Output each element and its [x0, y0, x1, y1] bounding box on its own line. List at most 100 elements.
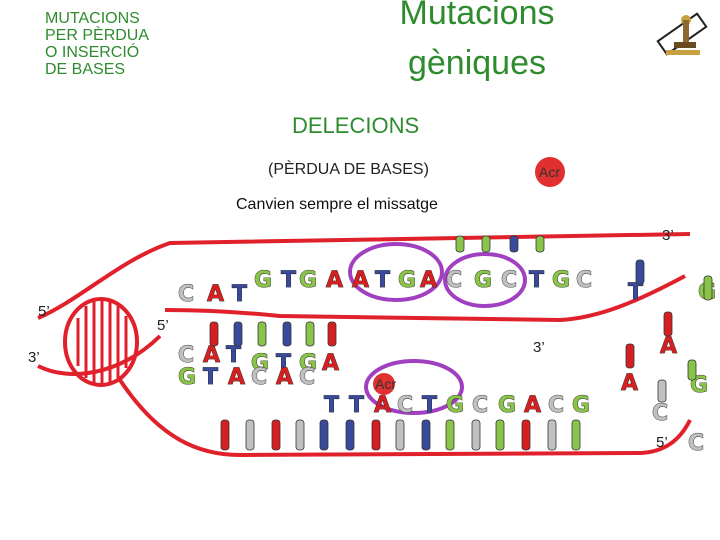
- base-g: G: [446, 393, 464, 418]
- base-a: A: [524, 393, 541, 418]
- microscope-icon[interactable]: [654, 6, 710, 67]
- base-t: T: [324, 393, 339, 418]
- end-label: 3’: [28, 349, 40, 366]
- base-stick: [345, 419, 355, 451]
- base-c: C: [652, 401, 668, 426]
- base-stick: [233, 321, 243, 347]
- base-g: G: [251, 351, 269, 376]
- base-stick: [371, 419, 381, 451]
- end-label: 3’: [662, 227, 674, 244]
- base-c: C: [548, 393, 564, 418]
- main-title: Mutacions gèniques: [372, 0, 582, 88]
- dna-backbone: [37, 232, 692, 458]
- side-title-line: O INSERCIÓ: [45, 44, 140, 61]
- end-label: 5’: [157, 317, 169, 334]
- side-title-line: DE BASES: [45, 61, 126, 78]
- acr-label-top: Acr: [539, 164, 560, 180]
- base-c: C: [446, 268, 462, 293]
- base-c: C: [178, 282, 194, 307]
- end-label: 3’: [533, 339, 545, 356]
- base-stick: [305, 321, 315, 347]
- base-t: T: [281, 268, 296, 293]
- base-stick: [209, 321, 219, 347]
- end-label: 5’: [656, 434, 668, 451]
- base-g: G: [398, 268, 416, 293]
- base-stick: [571, 419, 581, 451]
- highlight-oval: [364, 359, 464, 415]
- base-c: C: [178, 343, 194, 368]
- base-a: A: [322, 351, 339, 376]
- main-title-line: gèniques: [407, 44, 546, 82]
- side-title-line: PER PÈRDUA: [45, 27, 150, 44]
- side-title-line: MUTACIONS: [45, 10, 140, 27]
- base-g: G: [299, 351, 317, 376]
- base-a: A: [420, 268, 437, 293]
- base-t: T: [529, 268, 544, 293]
- base-stick: [625, 343, 635, 369]
- base-g: G: [552, 268, 570, 293]
- base-a: A: [326, 268, 343, 293]
- base-stick: [327, 321, 337, 347]
- base-stick: [421, 419, 431, 451]
- base-stick: [657, 379, 667, 403]
- base-c: C: [251, 365, 267, 390]
- acr-label-bottom: Acr: [375, 376, 396, 392]
- base-g: G: [178, 365, 196, 390]
- base-t: T: [349, 393, 364, 418]
- strand-bottom: [118, 378, 692, 458]
- base-c: C: [501, 268, 517, 293]
- acr-marker-bottom: [373, 373, 395, 395]
- base-stick: [395, 419, 405, 451]
- base-c: C: [576, 268, 592, 293]
- base-g: G: [498, 393, 516, 418]
- base-stick: [245, 419, 255, 451]
- base-g: G: [299, 268, 317, 293]
- base-c: C: [397, 393, 413, 418]
- base-stick: [663, 311, 673, 337]
- base-stick: [282, 321, 292, 347]
- base-stick: [635, 259, 645, 285]
- base-stick: [547, 419, 557, 451]
- base-g: G: [474, 268, 492, 293]
- base-a: A: [352, 268, 369, 293]
- base-a: A: [228, 365, 245, 390]
- base-t: T: [276, 351, 291, 376]
- base-stick: [495, 419, 505, 451]
- base-t: T: [422, 393, 437, 418]
- base-c: C: [688, 431, 704, 456]
- highlight-oval: [443, 252, 527, 308]
- base-stick: [445, 419, 455, 451]
- base-c: C: [472, 393, 488, 418]
- base-g: G: [572, 393, 590, 418]
- base-stick: [295, 419, 305, 451]
- base-t: T: [226, 343, 241, 368]
- base-a: A: [374, 393, 391, 418]
- side-title: MUTACIONS PER PÈRDUA O INSERCIÓ DE BASES: [45, 10, 205, 78]
- main-title-line: Mutacions: [399, 0, 555, 32]
- base-t: T: [375, 268, 390, 293]
- section-title: DELECIONS: [292, 113, 420, 138]
- base-stick: [455, 235, 465, 253]
- base-a: A: [207, 282, 224, 307]
- note-text: Canvien sempre el missatge: [236, 196, 438, 213]
- base-stick: [521, 419, 531, 451]
- base-stick: [471, 419, 481, 451]
- base-a: A: [621, 371, 638, 396]
- base-a: A: [660, 334, 677, 359]
- strand-mid: [164, 274, 686, 323]
- base-a: A: [276, 365, 293, 390]
- base-stick: [481, 235, 491, 253]
- highlight-oval: [348, 242, 444, 302]
- base-stick: [271, 419, 281, 451]
- base-t: T: [628, 280, 643, 305]
- base-stick: [509, 235, 519, 253]
- strand-left: [37, 334, 162, 376]
- end-label: 5’: [38, 303, 50, 320]
- subtitle: (PÈRDUA DE BASES): [268, 161, 429, 178]
- base-stick: [319, 419, 329, 451]
- base-g: G: [254, 268, 272, 293]
- base-c: C: [299, 365, 315, 390]
- strand-top: [37, 232, 691, 320]
